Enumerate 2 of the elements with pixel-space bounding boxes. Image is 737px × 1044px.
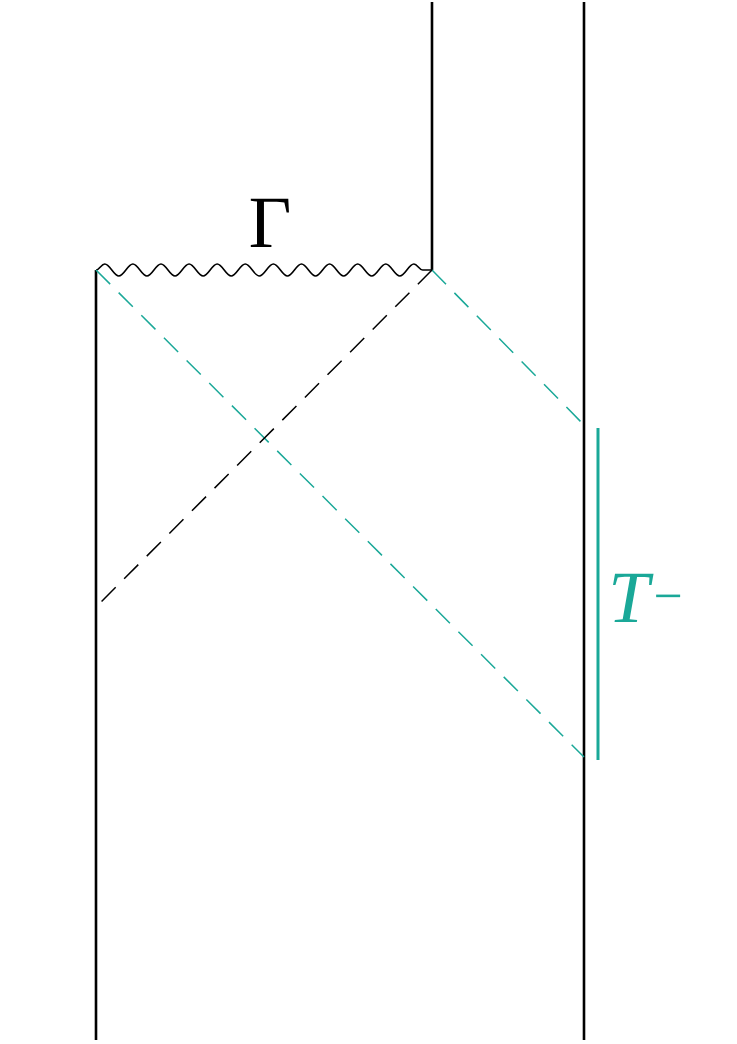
- label: T$^{−}$: [613, 573, 681, 622]
- label: Γ: [250, 198, 289, 247]
